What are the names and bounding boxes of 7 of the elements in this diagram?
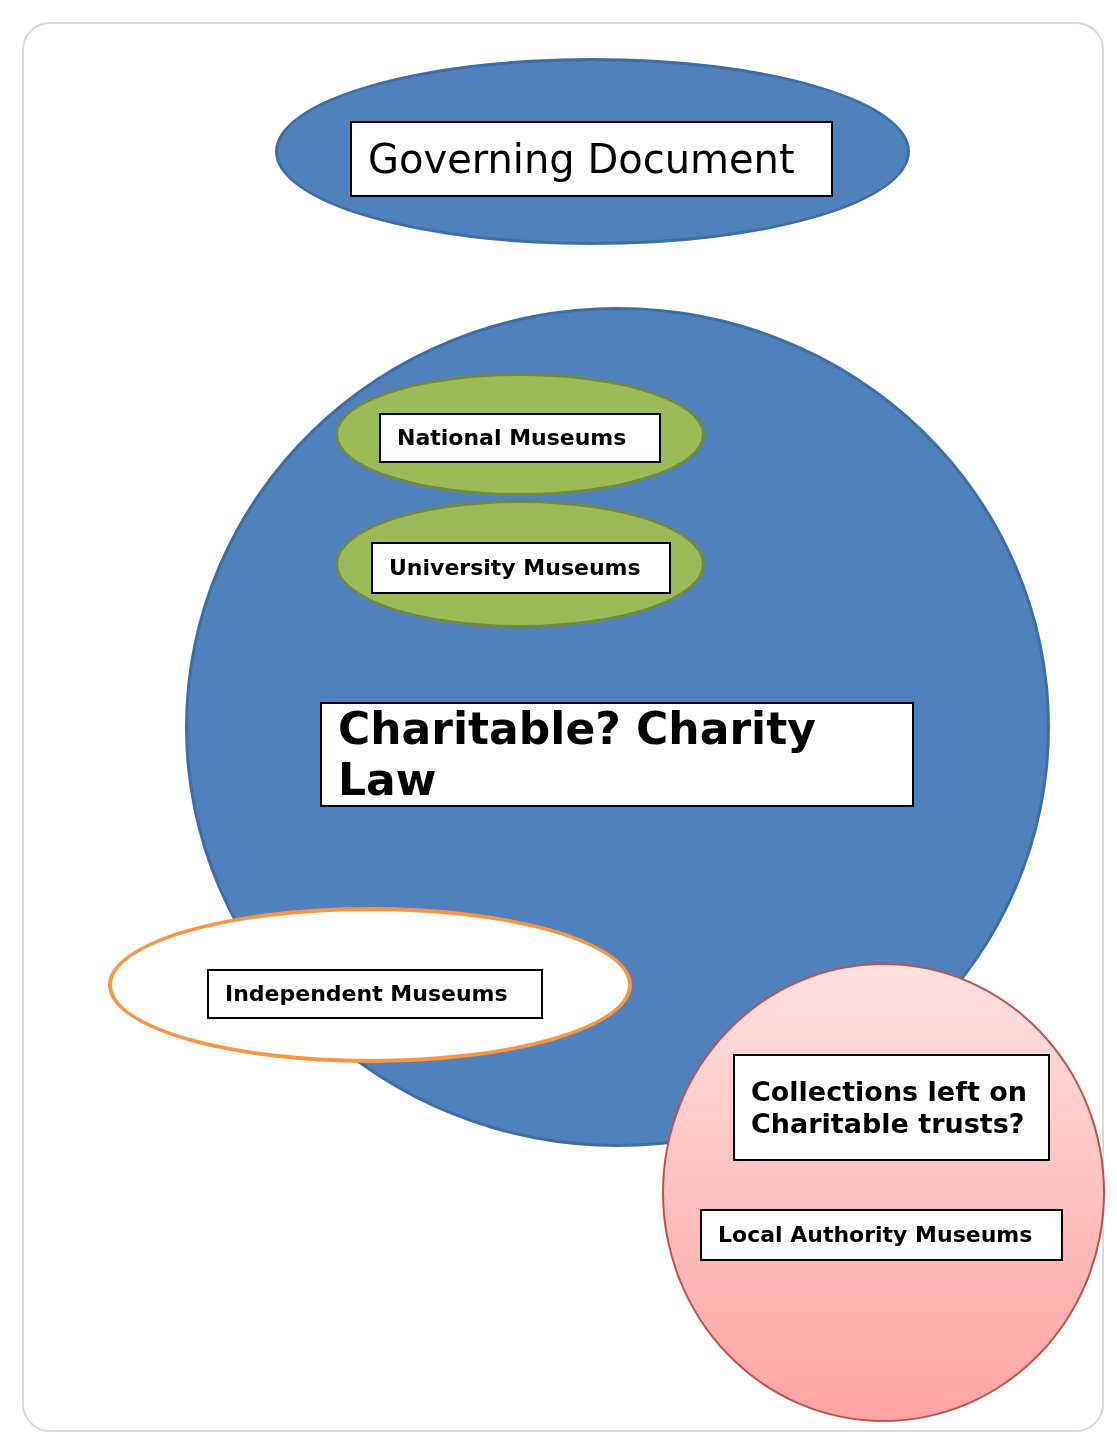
category-label: University Museums <box>371 542 671 594</box>
category-label: Charitable? Charity Law <box>320 702 914 808</box>
category-label: Independent Museums <box>207 969 543 1019</box>
category-label: National Museums <box>379 413 661 463</box>
category-label: Local Authority Museums <box>700 1209 1063 1261</box>
category-label: Collections left on Charitable trusts? <box>733 1054 1050 1161</box>
category-label: Governing Document <box>350 121 833 197</box>
